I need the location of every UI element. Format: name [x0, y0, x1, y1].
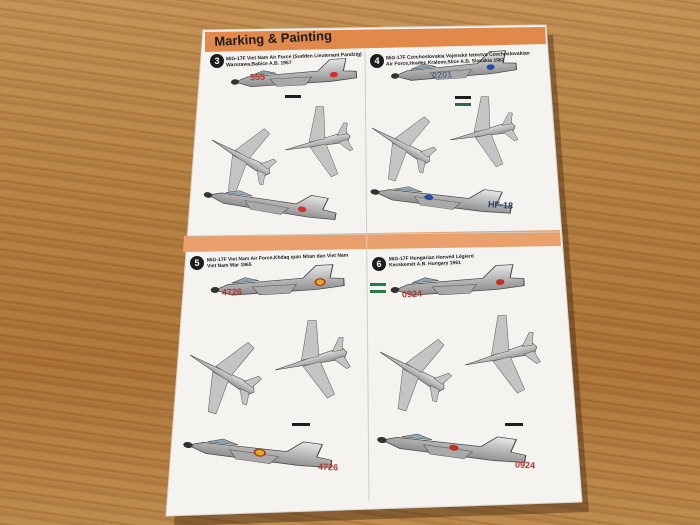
wooden-table [0, 0, 700, 525]
